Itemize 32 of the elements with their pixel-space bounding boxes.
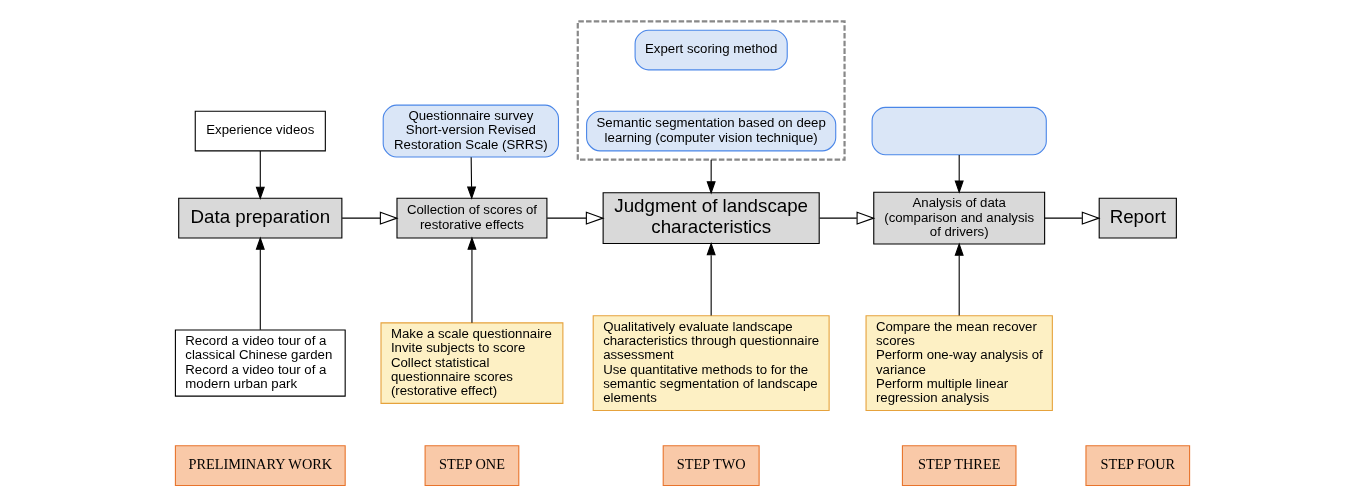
node-box: STEP THREE [901,445,1016,486]
arrow [818,211,875,225]
node-box: Compare the mean recover scores Perform one-way analysis of variance Perform multiple linear regression analysis [865,315,1053,412]
node-box: Collection of scores of restorative effects [395,197,547,239]
arrow [546,211,605,225]
arrow [255,150,265,200]
node-box: Judgment of landscape characteristics [602,192,820,245]
arrow [706,242,716,317]
node-box: STEP ONE [424,445,519,486]
node-box: Record a video tour of a classical Chinese garden Record a video tour of a modern urban park [174,329,346,397]
node-box [871,106,1047,156]
node-box: Experience videos [194,110,326,152]
arrow [255,236,265,331]
node-box: Semantic segmentation based on deep learning (computer vision technique) [585,110,836,152]
node-box: Questionnaire survey Short-version Revised Restoration Scale (SRRS) [382,104,559,158]
node-box: Qualitatively evaluate landscape characteristics through questionnaire assessment Use quantitative methods to for the semantic segmentation of landscape elements [592,315,830,412]
node-box: PRELIMINARY WORK [174,445,346,486]
arrow [1043,211,1100,225]
node-box: STEP TWO [662,445,760,486]
cluster [576,20,846,161]
node-box: STEP FOUR [1084,445,1190,486]
arrow [466,156,476,200]
node-box: Analysis of data (comparison and analysis of drivers) [872,191,1045,245]
arrow [706,159,716,195]
node-box: Report [1098,197,1177,239]
arrow [954,154,964,194]
node-box: Make a scale questionnaire Invite subjects to score Collect statistical questionnaire scores (restorative effect) [379,322,563,404]
arrow [341,211,399,225]
arrow [466,236,477,324]
node-box: Data preparation [177,197,342,239]
arrow [954,242,964,317]
node-box: Expert scoring method [634,29,788,71]
